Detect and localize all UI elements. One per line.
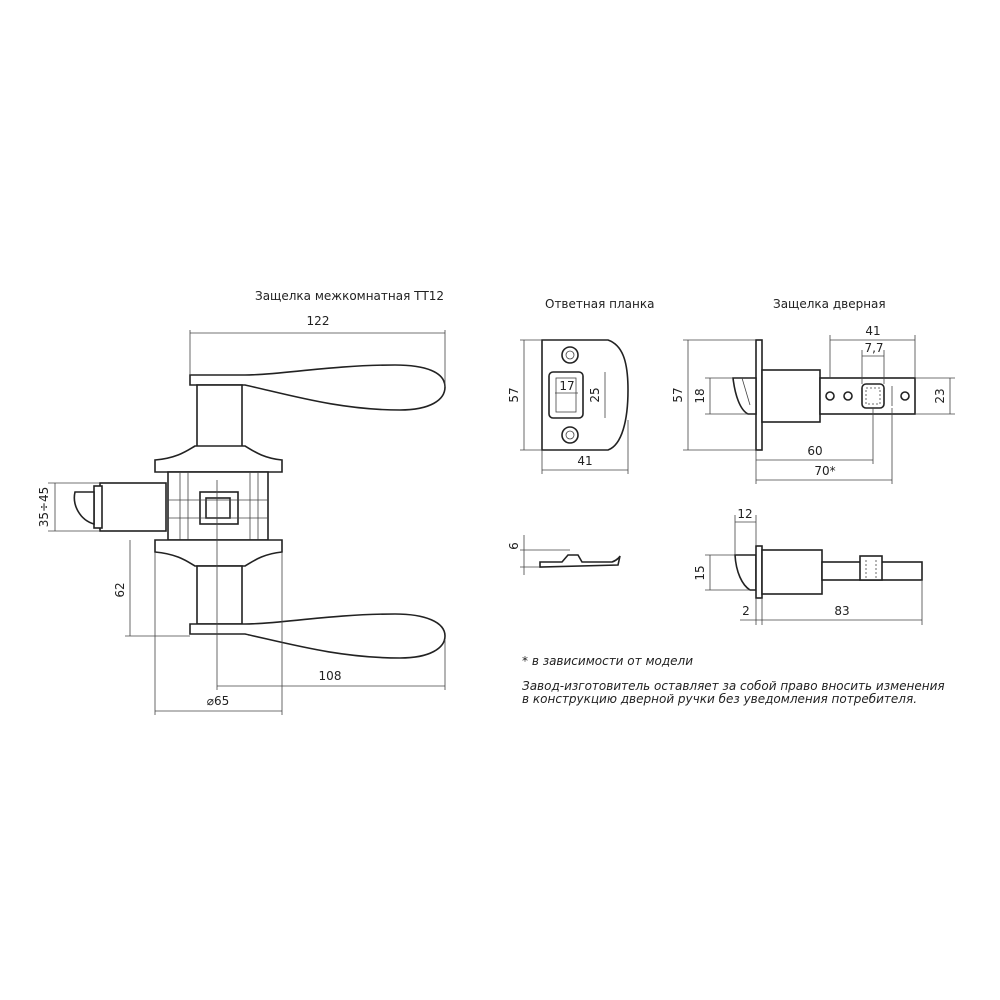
strike-window: [548, 371, 584, 419]
dim-plate-thickness: 6: [507, 542, 521, 550]
latch-body: [99, 482, 167, 532]
latch-side-view: 12 15 2 83: [693, 507, 923, 625]
dim-handle-offset: 62: [113, 582, 127, 597]
upper-neck: [196, 384, 243, 448]
title-door-latch: Защелка дверная: [773, 297, 886, 311]
dim-latch-body: 41: [865, 324, 880, 338]
note-disclaimer-2: в конструкцию дверной ручки без уведомле…: [522, 692, 917, 706]
dim-plate-width: 41: [577, 454, 592, 468]
title-main: Защелка межкомнатная ТТ12: [255, 289, 444, 303]
dim-latch-bolt: 18: [693, 388, 707, 403]
dim-handle-reach: 108: [319, 669, 342, 683]
strike-plate-profile: [539, 554, 621, 568]
dim-plate-window-h: 25: [588, 387, 602, 402]
dim-rose-height: 35÷45: [37, 487, 51, 528]
handle-assembly-view: 122 35÷45 62 108 ⌀65: [37, 314, 446, 715]
door-latch-view: 57 18 41 7,7 23 60 70*: [671, 324, 955, 484]
dim-backset-long: 70*: [814, 464, 835, 478]
side-cylinder: [761, 549, 823, 595]
dim-backset-short: 60: [807, 444, 822, 458]
dim-latch-length: 83: [834, 604, 849, 618]
latch-bolt: [73, 491, 95, 526]
dim-bolt-height: 15: [693, 565, 707, 580]
strike-plate-view: 57 17 25 41 6: [507, 339, 629, 575]
screw-hole-bottom: [561, 426, 579, 444]
dim-latch-body-height: 23: [933, 388, 947, 403]
dim-face-thickness: 2: [742, 604, 750, 618]
latch-cylinder: [761, 369, 821, 423]
upper-rose: [154, 445, 283, 473]
lower-neck: [196, 565, 243, 625]
dim-plate-height: 57: [507, 387, 521, 402]
note-asterisk: * в зависимости от модели: [522, 654, 693, 668]
dim-bolt-projection: 12: [737, 507, 752, 521]
note-disclaimer-1: Завод-изготовитель оставляет за собой пр…: [522, 679, 945, 693]
screw-hole-top: [561, 346, 579, 364]
latch-faceplate: [755, 339, 763, 451]
dim-latch-spindle: 7,7: [864, 341, 883, 355]
lower-lever: [189, 613, 446, 659]
dim-handle-length: 122: [307, 314, 330, 328]
lower-rose: [154, 539, 283, 567]
strike-plate-outline: [541, 339, 629, 451]
side-bolt: [734, 554, 757, 591]
title-strike-plate: Ответная планка: [545, 297, 654, 311]
dim-latch-plate-height: 57: [671, 387, 685, 402]
latch-bolt-top: [732, 377, 757, 415]
dim-rose-diameter: ⌀65: [207, 694, 230, 708]
dim-plate-window: 17: [559, 379, 574, 393]
